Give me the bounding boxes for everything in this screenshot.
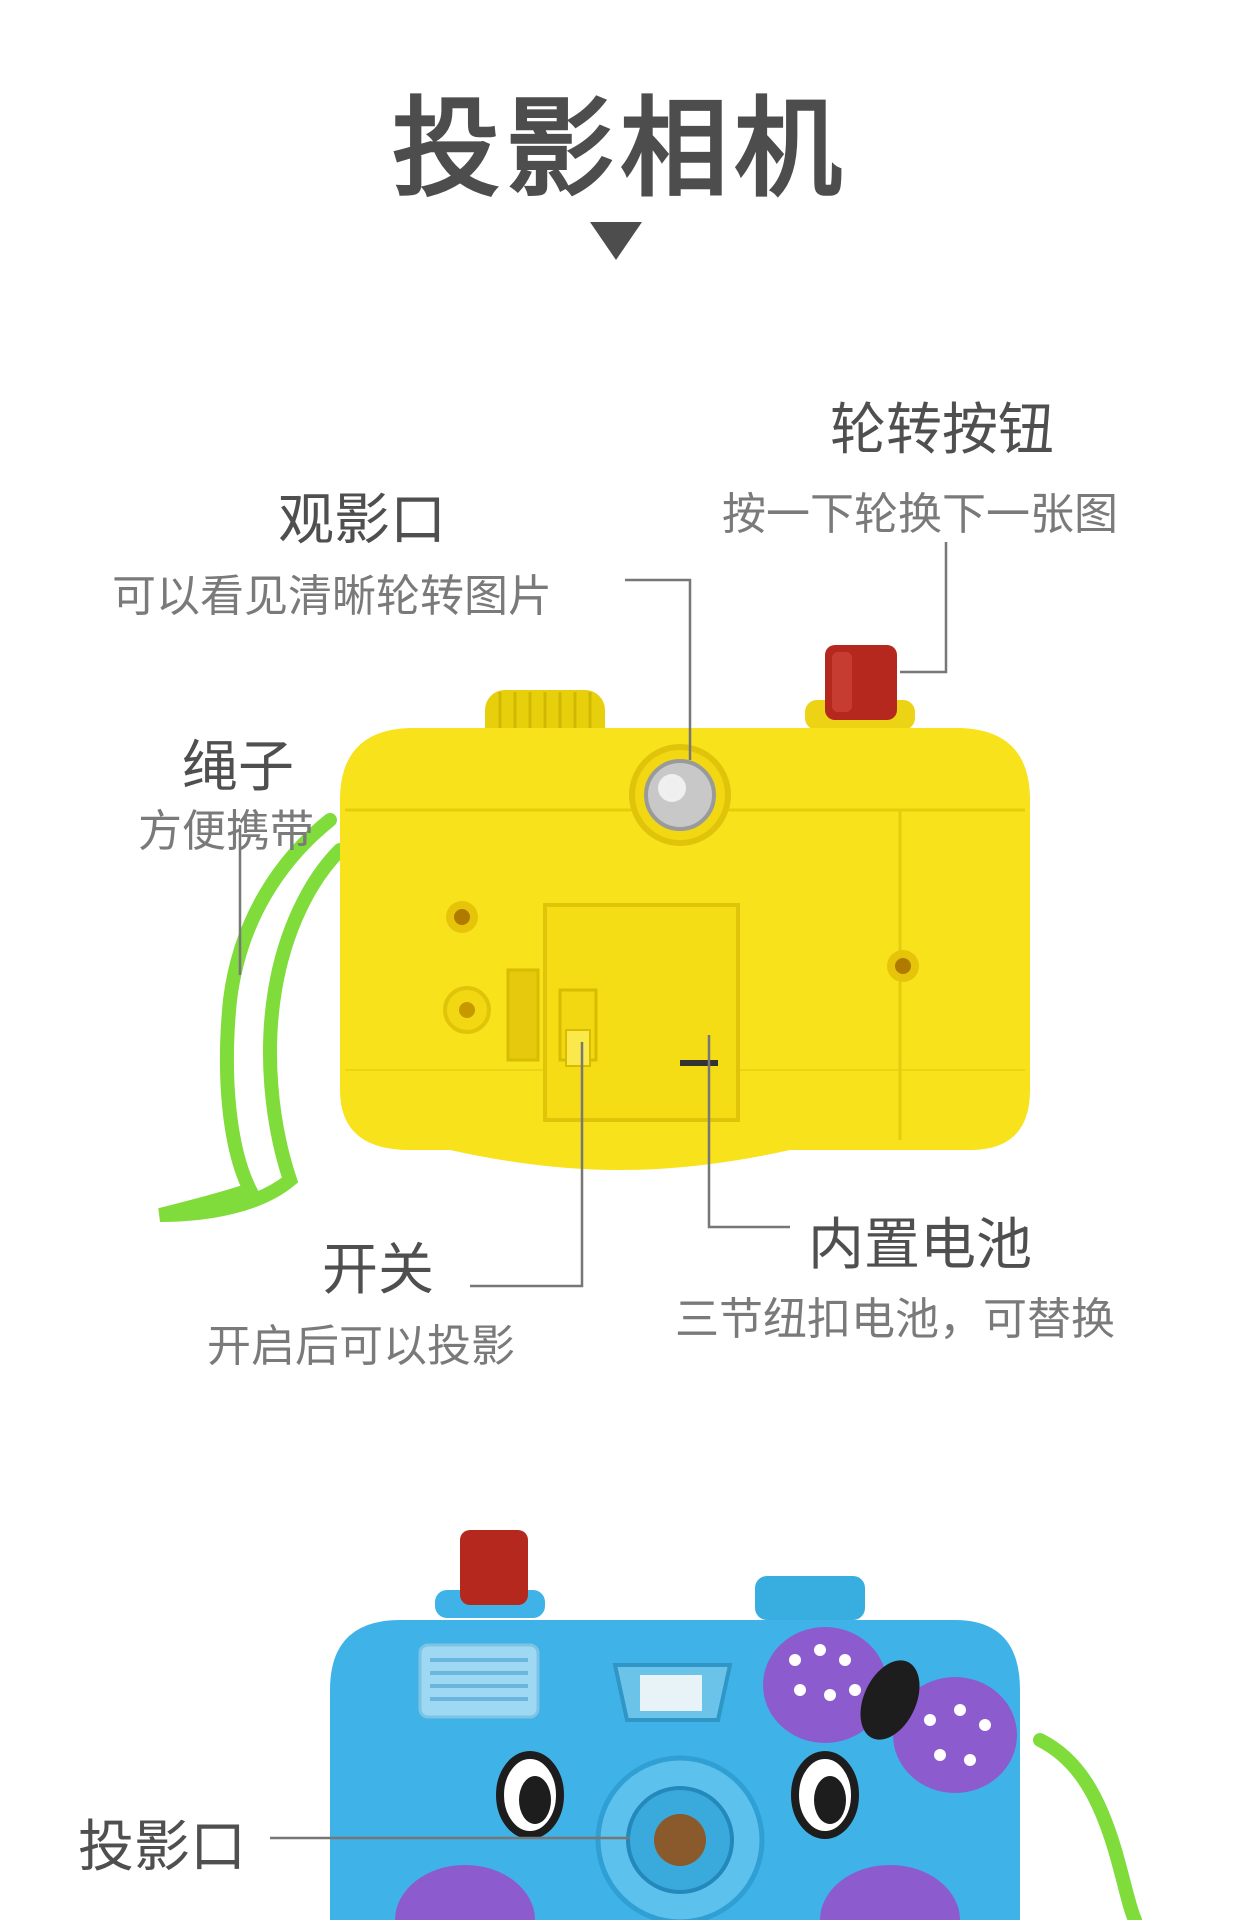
- viewing-port-label: 观影口: [278, 488, 446, 553]
- switch-leader: [470, 1042, 584, 1288]
- page-title: 投影相机: [391, 87, 848, 212]
- switch-desc: 开启后可以投影: [207, 1321, 515, 1372]
- yellow-camera: [158, 645, 1030, 1222]
- switch-label: 开关: [322, 1238, 434, 1303]
- purple-bow-icon: [763, 1627, 1017, 1793]
- blue-camera-red-button-icon: [460, 1530, 528, 1605]
- rotate-button-leader: [900, 542, 948, 674]
- viewing-port-desc: 可以看见清晰轮转图片: [112, 571, 552, 622]
- blue-camera: [330, 1530, 1142, 1920]
- strap-desc: 方便携带: [138, 806, 314, 857]
- battery-leader: [707, 1035, 790, 1229]
- battery-desc: 三节纽扣电池，可替换: [675, 1294, 1115, 1345]
- rotate-button-desc: 按一下轮换下一张图: [722, 489, 1118, 540]
- down-arrow-icon: [590, 222, 642, 260]
- projection-port-label: 投影口: [78, 1815, 246, 1880]
- rotate-button-label: 轮转按钮: [830, 398, 1054, 463]
- green-strap: [158, 813, 347, 1222]
- strap-label: 绳子: [182, 735, 294, 800]
- battery-label: 内置电池: [808, 1213, 1032, 1278]
- projection-port-icon: [654, 1814, 706, 1866]
- viewing-port-leader: [625, 578, 692, 760]
